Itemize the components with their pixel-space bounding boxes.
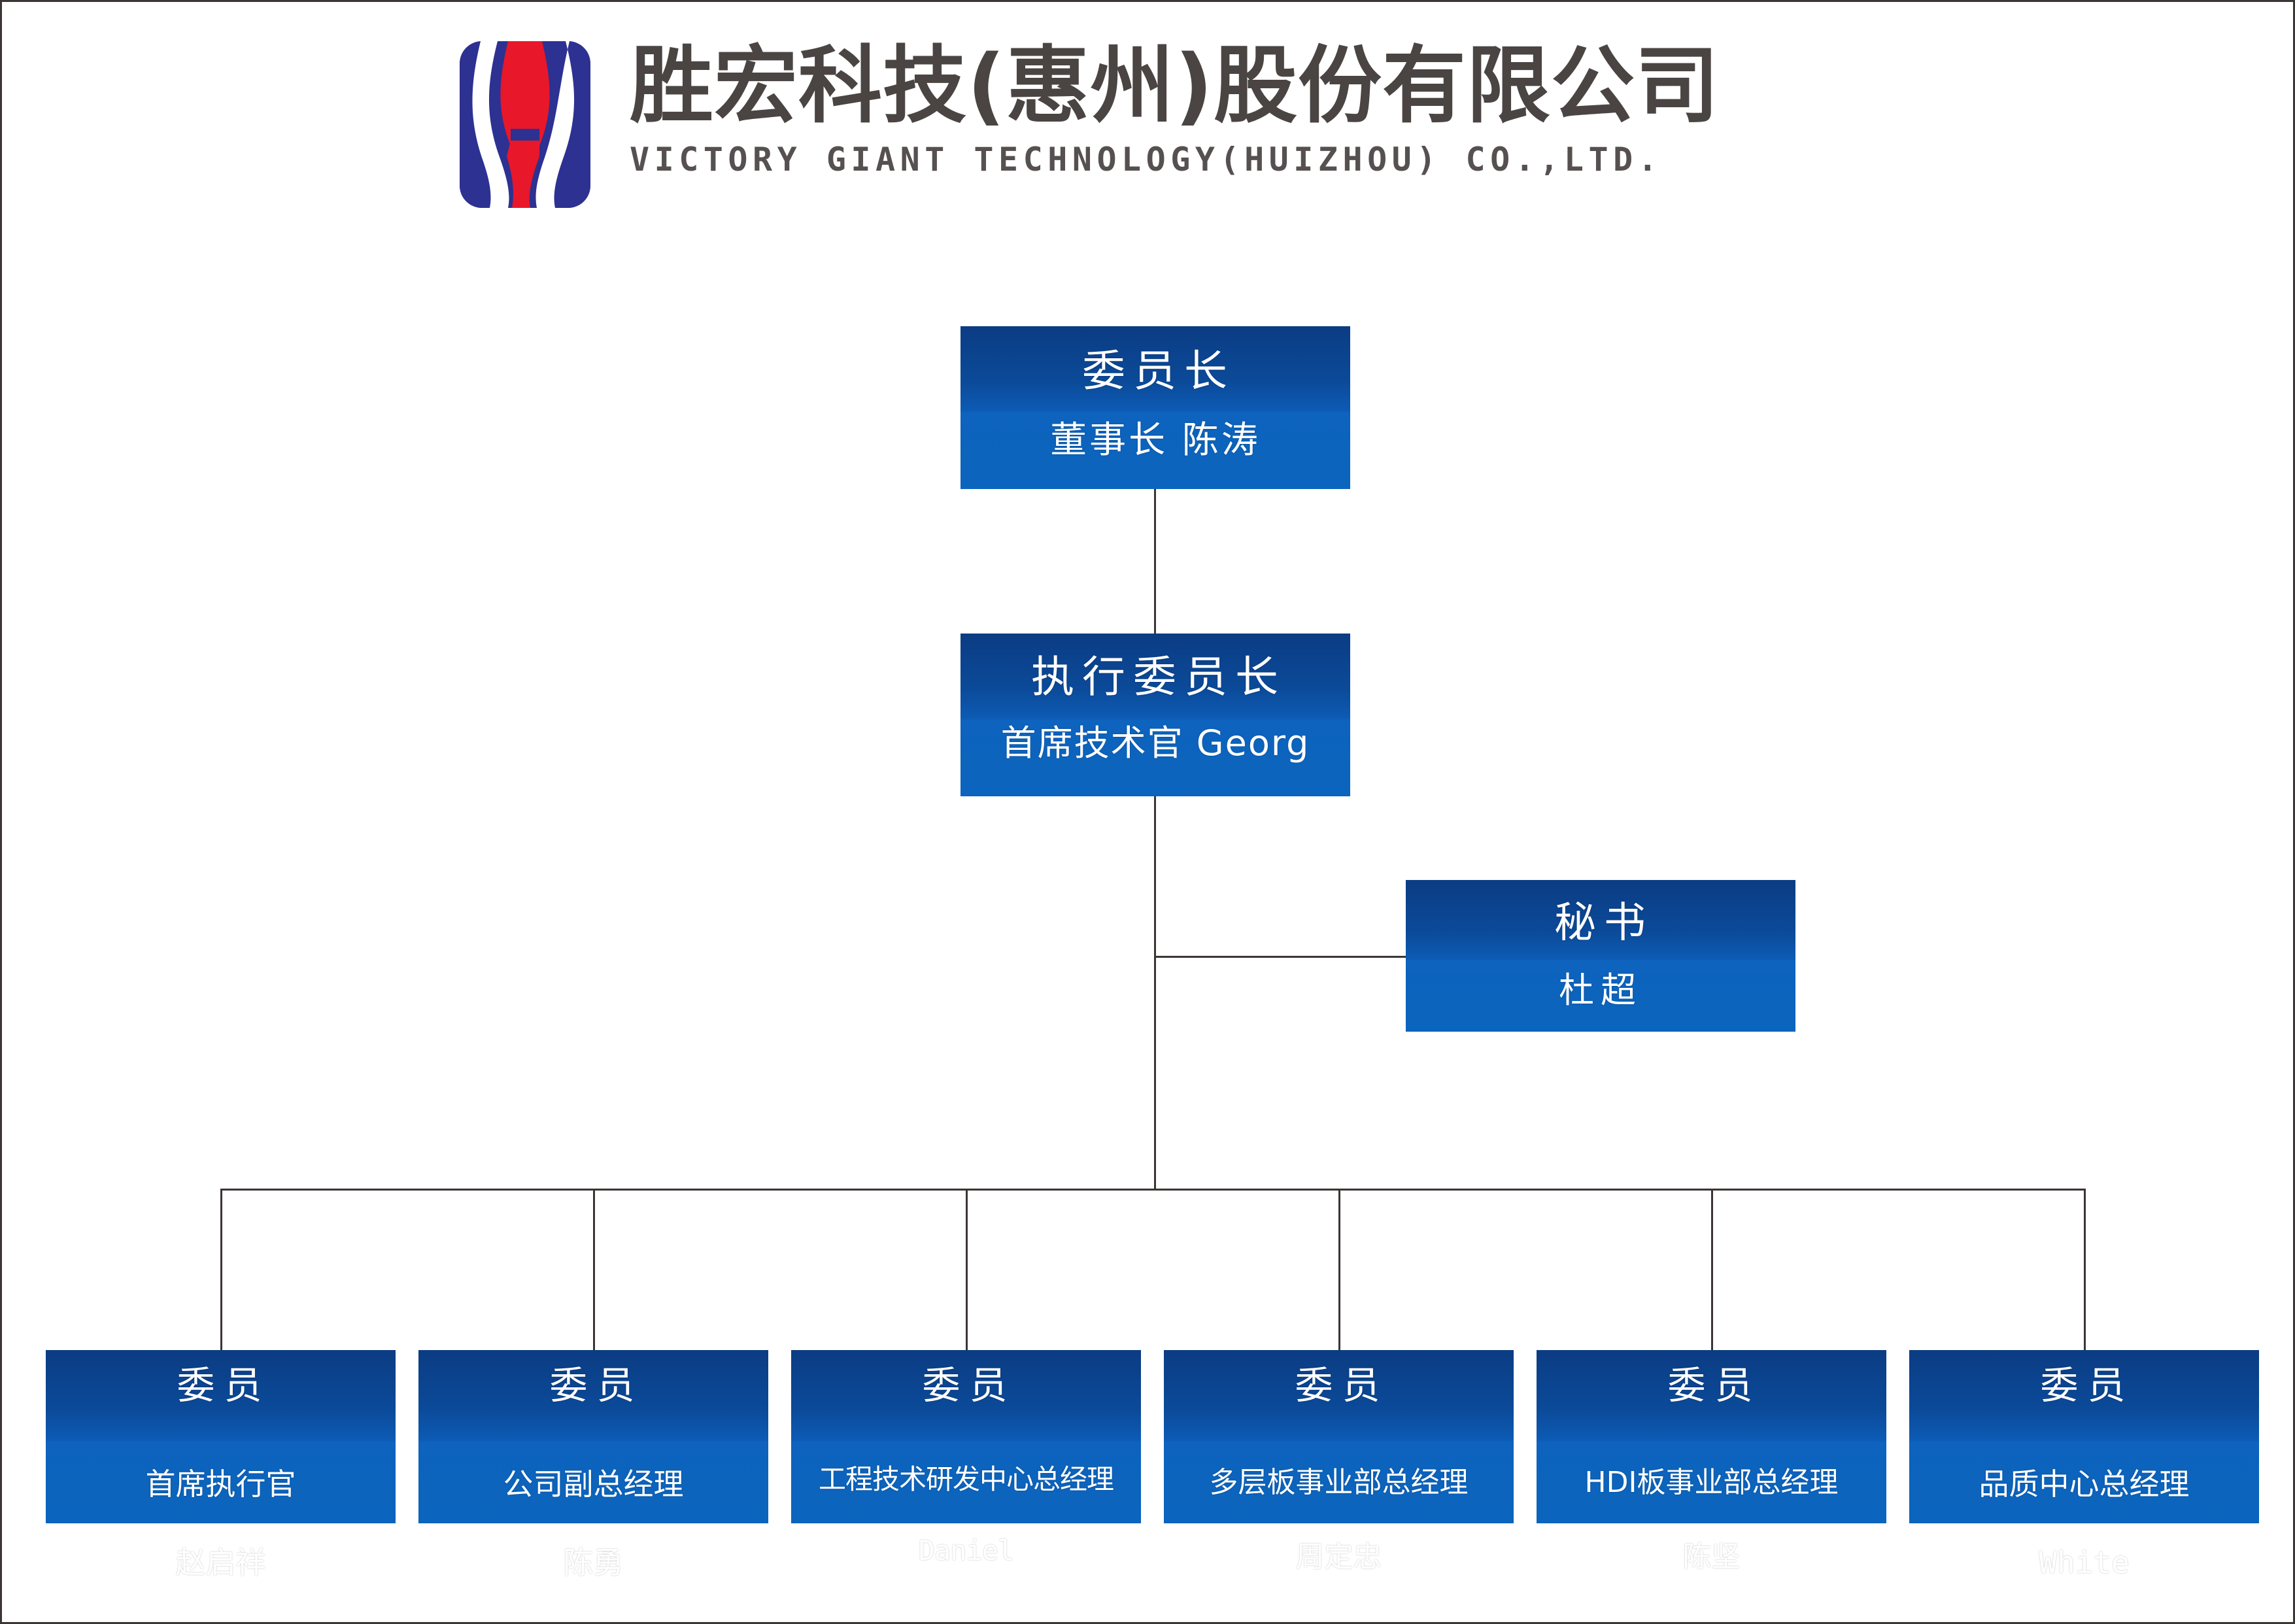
node-member-6[interactable]: 委员 品质中心总经理 White bbox=[1909, 1350, 2259, 1580]
node-member-4-title: 多层板事业部总经理 bbox=[1209, 1465, 1469, 1499]
node-member-2-title: 公司副总经理 bbox=[503, 1466, 684, 1502]
node-member-3[interactable]: 委员 工程技术研发中心总经理 Daniel bbox=[791, 1350, 1141, 1566]
company-name-cn: 胜宏科技(惠州)股份有限公司 bbox=[630, 37, 1720, 135]
node-member-3-role: 委员 bbox=[922, 1363, 1017, 1408]
node-member-4-role: 委员 bbox=[1295, 1363, 1389, 1408]
node-chairman-detail: 董事长 陈涛 bbox=[1050, 418, 1261, 462]
node-executive-chairman-detail: 首席技术官 Georg bbox=[1000, 722, 1310, 764]
node-member-1-role: 委员 bbox=[177, 1363, 271, 1408]
node-member-6-detail: 品质中心总经理 White bbox=[1979, 1427, 2190, 1583]
node-member-4[interactable]: 委员 多层板事业部总经理 周定忠 bbox=[1164, 1350, 1514, 1574]
connector-drop-member-4 bbox=[1338, 1189, 1340, 1351]
connector-drop-member-5 bbox=[1711, 1189, 1713, 1351]
node-member-4-name: 周定忠 bbox=[1295, 1540, 1382, 1574]
connector-exec-to-secretary bbox=[1154, 956, 1408, 958]
node-member-2-role: 委员 bbox=[549, 1363, 644, 1408]
connector-exec-trunk bbox=[1154, 796, 1156, 1191]
node-member-5-role: 委员 bbox=[1667, 1363, 1762, 1408]
victory-giant-logo-icon bbox=[460, 41, 590, 208]
node-member-3-name: Daniel bbox=[918, 1534, 1015, 1567]
node-member-4-detail: 多层板事业部总经理 周定忠 bbox=[1210, 1427, 1469, 1576]
node-member-2[interactable]: 委员 公司副总经理 陈勇 bbox=[418, 1350, 768, 1580]
node-member-6-title: 品质中心总经理 bbox=[1979, 1466, 2190, 1502]
node-member-5-detail: HDI板事业部总经理 陈坚 bbox=[1585, 1427, 1839, 1576]
company-name-block: 胜宏科技(惠州)股份有限公司 VICTORY GIANT TECHNOLOGY(… bbox=[630, 41, 1720, 178]
node-member-5-title: HDI板事业部总经理 bbox=[1584, 1465, 1839, 1499]
node-member-3-title: 工程技术研发中心总经理 bbox=[818, 1463, 1114, 1496]
connector-drop-member-6 bbox=[2084, 1189, 2086, 1351]
node-member-1-name: 赵启祥 bbox=[175, 1544, 266, 1580]
company-header: 胜宏科技(惠州)股份有限公司 VICTORY GIANT TECHNOLOGY(… bbox=[460, 41, 1720, 208]
node-member-6-role: 委员 bbox=[2040, 1363, 2135, 1408]
node-member-1-title: 首席执行官 bbox=[145, 1466, 296, 1502]
node-member-2-name: 陈勇 bbox=[563, 1544, 624, 1580]
node-secretary[interactable]: 秘书 杜超 bbox=[1406, 880, 1795, 1032]
connector-drop-member-2 bbox=[593, 1189, 595, 1351]
node-member-2-detail: 公司副总经理 陈勇 bbox=[503, 1427, 684, 1583]
connector-drop-member-3 bbox=[966, 1189, 968, 1351]
node-executive-chairman-role: 执行委员长 bbox=[1031, 652, 1286, 702]
node-chairman-role: 委员长 bbox=[1082, 346, 1235, 396]
node-secretary-role: 秘书 bbox=[1554, 899, 1654, 947]
node-chairman[interactable]: 委员长 董事长 陈涛 bbox=[960, 326, 1350, 489]
node-member-3-detail: 工程技术研发中心总经理 Daniel bbox=[819, 1427, 1114, 1569]
connector-member-bus bbox=[220, 1189, 2084, 1191]
node-member-1[interactable]: 委员 首席执行官 赵启祥 bbox=[46, 1350, 396, 1580]
connector-chairman-to-exec bbox=[1154, 489, 1156, 634]
node-member-5-name: 陈坚 bbox=[1682, 1540, 1741, 1574]
node-executive-chairman[interactable]: 执行委员长 首席技术官 Georg bbox=[960, 634, 1350, 796]
company-name-en: VICTORY GIANT TECHNOLOGY(HUIZHOU) CO.,LT… bbox=[630, 141, 1663, 179]
node-secretary-detail: 杜超 bbox=[1559, 970, 1642, 1011]
node-member-5[interactable]: 委员 HDI板事业部总经理 陈坚 bbox=[1537, 1350, 1886, 1574]
node-member-1-detail: 首席执行官 赵启祥 bbox=[146, 1427, 296, 1583]
node-member-6-name: White bbox=[2039, 1544, 2130, 1580]
connector-drop-member-1 bbox=[220, 1189, 222, 1351]
